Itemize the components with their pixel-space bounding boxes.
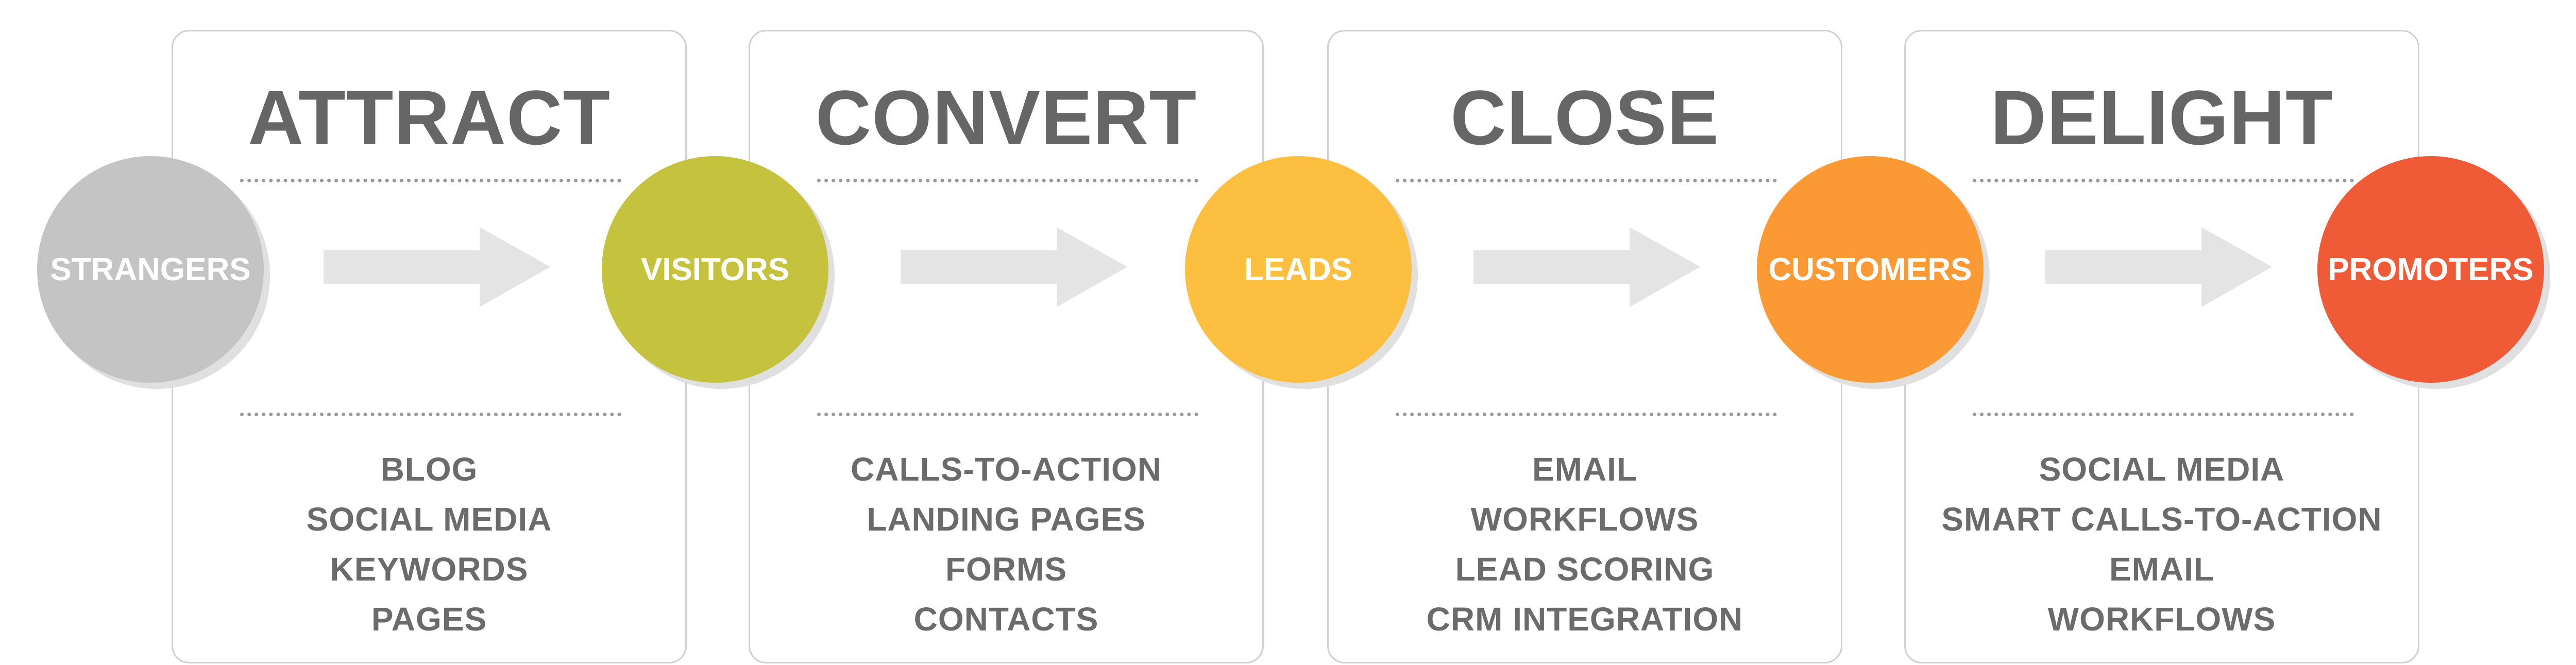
tactic-item: BLOG: [380, 451, 478, 488]
arrow-right-icon: [1473, 227, 1700, 307]
divider-top: [817, 179, 1198, 182]
arrow-right-icon: [324, 227, 550, 307]
stage-convert: CONVERT CALLS-TO-ACTION LANDING PAGES FO…: [749, 30, 1264, 663]
tactic-item: PAGES: [371, 601, 487, 638]
stage-title-delight: DELIGHT: [1990, 74, 2333, 161]
tactic-item: LANDING PAGES: [867, 501, 1146, 538]
arrow-right-icon: [2045, 227, 2272, 307]
circle-promoters: PROMOTERS: [2317, 156, 2544, 383]
circle-visitors: VISITORS: [602, 156, 828, 383]
circle-strangers: STRANGERS: [37, 156, 264, 383]
tactic-item: EMAIL: [1532, 451, 1638, 488]
tactic-item: EMAIL: [2109, 551, 2215, 588]
audience-label: CUSTOMERS: [1768, 251, 1972, 287]
divider-bottom: [1973, 413, 2354, 416]
tactic-item: FORMS: [945, 551, 1067, 588]
divider-bottom: [240, 413, 621, 416]
tactics-list-close: EMAIL WORKFLOWS LEAD SCORING CRM INTEGRA…: [1329, 445, 1841, 644]
audience-label: STRANGERS: [50, 251, 251, 287]
tactic-item: CALLS-TO-ACTION: [851, 451, 1162, 488]
divider-bottom: [817, 413, 1198, 416]
stage-title-attract: ATTRACT: [247, 74, 611, 161]
stage-close: CLOSE EMAIL WORKFLOWS LEAD SCORING CRM I…: [1327, 30, 1842, 663]
tactic-item: WORKFLOWS: [1470, 501, 1699, 538]
stage-delight: DELIGHT SOCIAL MEDIA SMART CALLS-TO-ACTI…: [1904, 30, 2419, 663]
divider-bottom: [1396, 413, 1777, 416]
audience-label: VISITORS: [640, 251, 790, 287]
tactics-list-delight: SOCIAL MEDIA SMART CALLS-TO-ACTION EMAIL…: [1906, 445, 2418, 644]
tactic-item: SOCIAL MEDIA: [306, 501, 552, 538]
tactic-item: SMART CALLS-TO-ACTION: [1941, 501, 2382, 538]
tactic-item: LEAD SCORING: [1455, 551, 1715, 588]
arrow-right-icon: [901, 227, 1127, 307]
audience-label: PROMOTERS: [2328, 251, 2534, 287]
tactic-item: WORKFLOWS: [2047, 601, 2276, 638]
audience-label: LEADS: [1244, 251, 1353, 287]
divider-top: [1396, 179, 1777, 182]
tactic-item: SOCIAL MEDIA: [2039, 451, 2285, 488]
divider-top: [240, 179, 621, 182]
stage-title-convert: CONVERT: [815, 74, 1197, 161]
tactic-item: KEYWORDS: [330, 551, 529, 588]
circle-customers: CUSTOMERS: [1757, 156, 1984, 383]
circle-leads: LEADS: [1185, 156, 1412, 383]
tactics-list-attract: BLOG SOCIAL MEDIA KEYWORDS PAGES: [173, 445, 685, 644]
tactic-item: CONTACTS: [913, 601, 1099, 638]
stage-attract: ATTRACT BLOG SOCIAL MEDIA KEYWORDS PAGES: [172, 30, 687, 663]
tactics-list-convert: CALLS-TO-ACTION LANDING PAGES FORMS CONT…: [750, 445, 1262, 644]
tactic-item: CRM INTEGRATION: [1426, 601, 1743, 638]
divider-top: [1973, 179, 2354, 182]
stage-title-close: CLOSE: [1450, 74, 1719, 161]
